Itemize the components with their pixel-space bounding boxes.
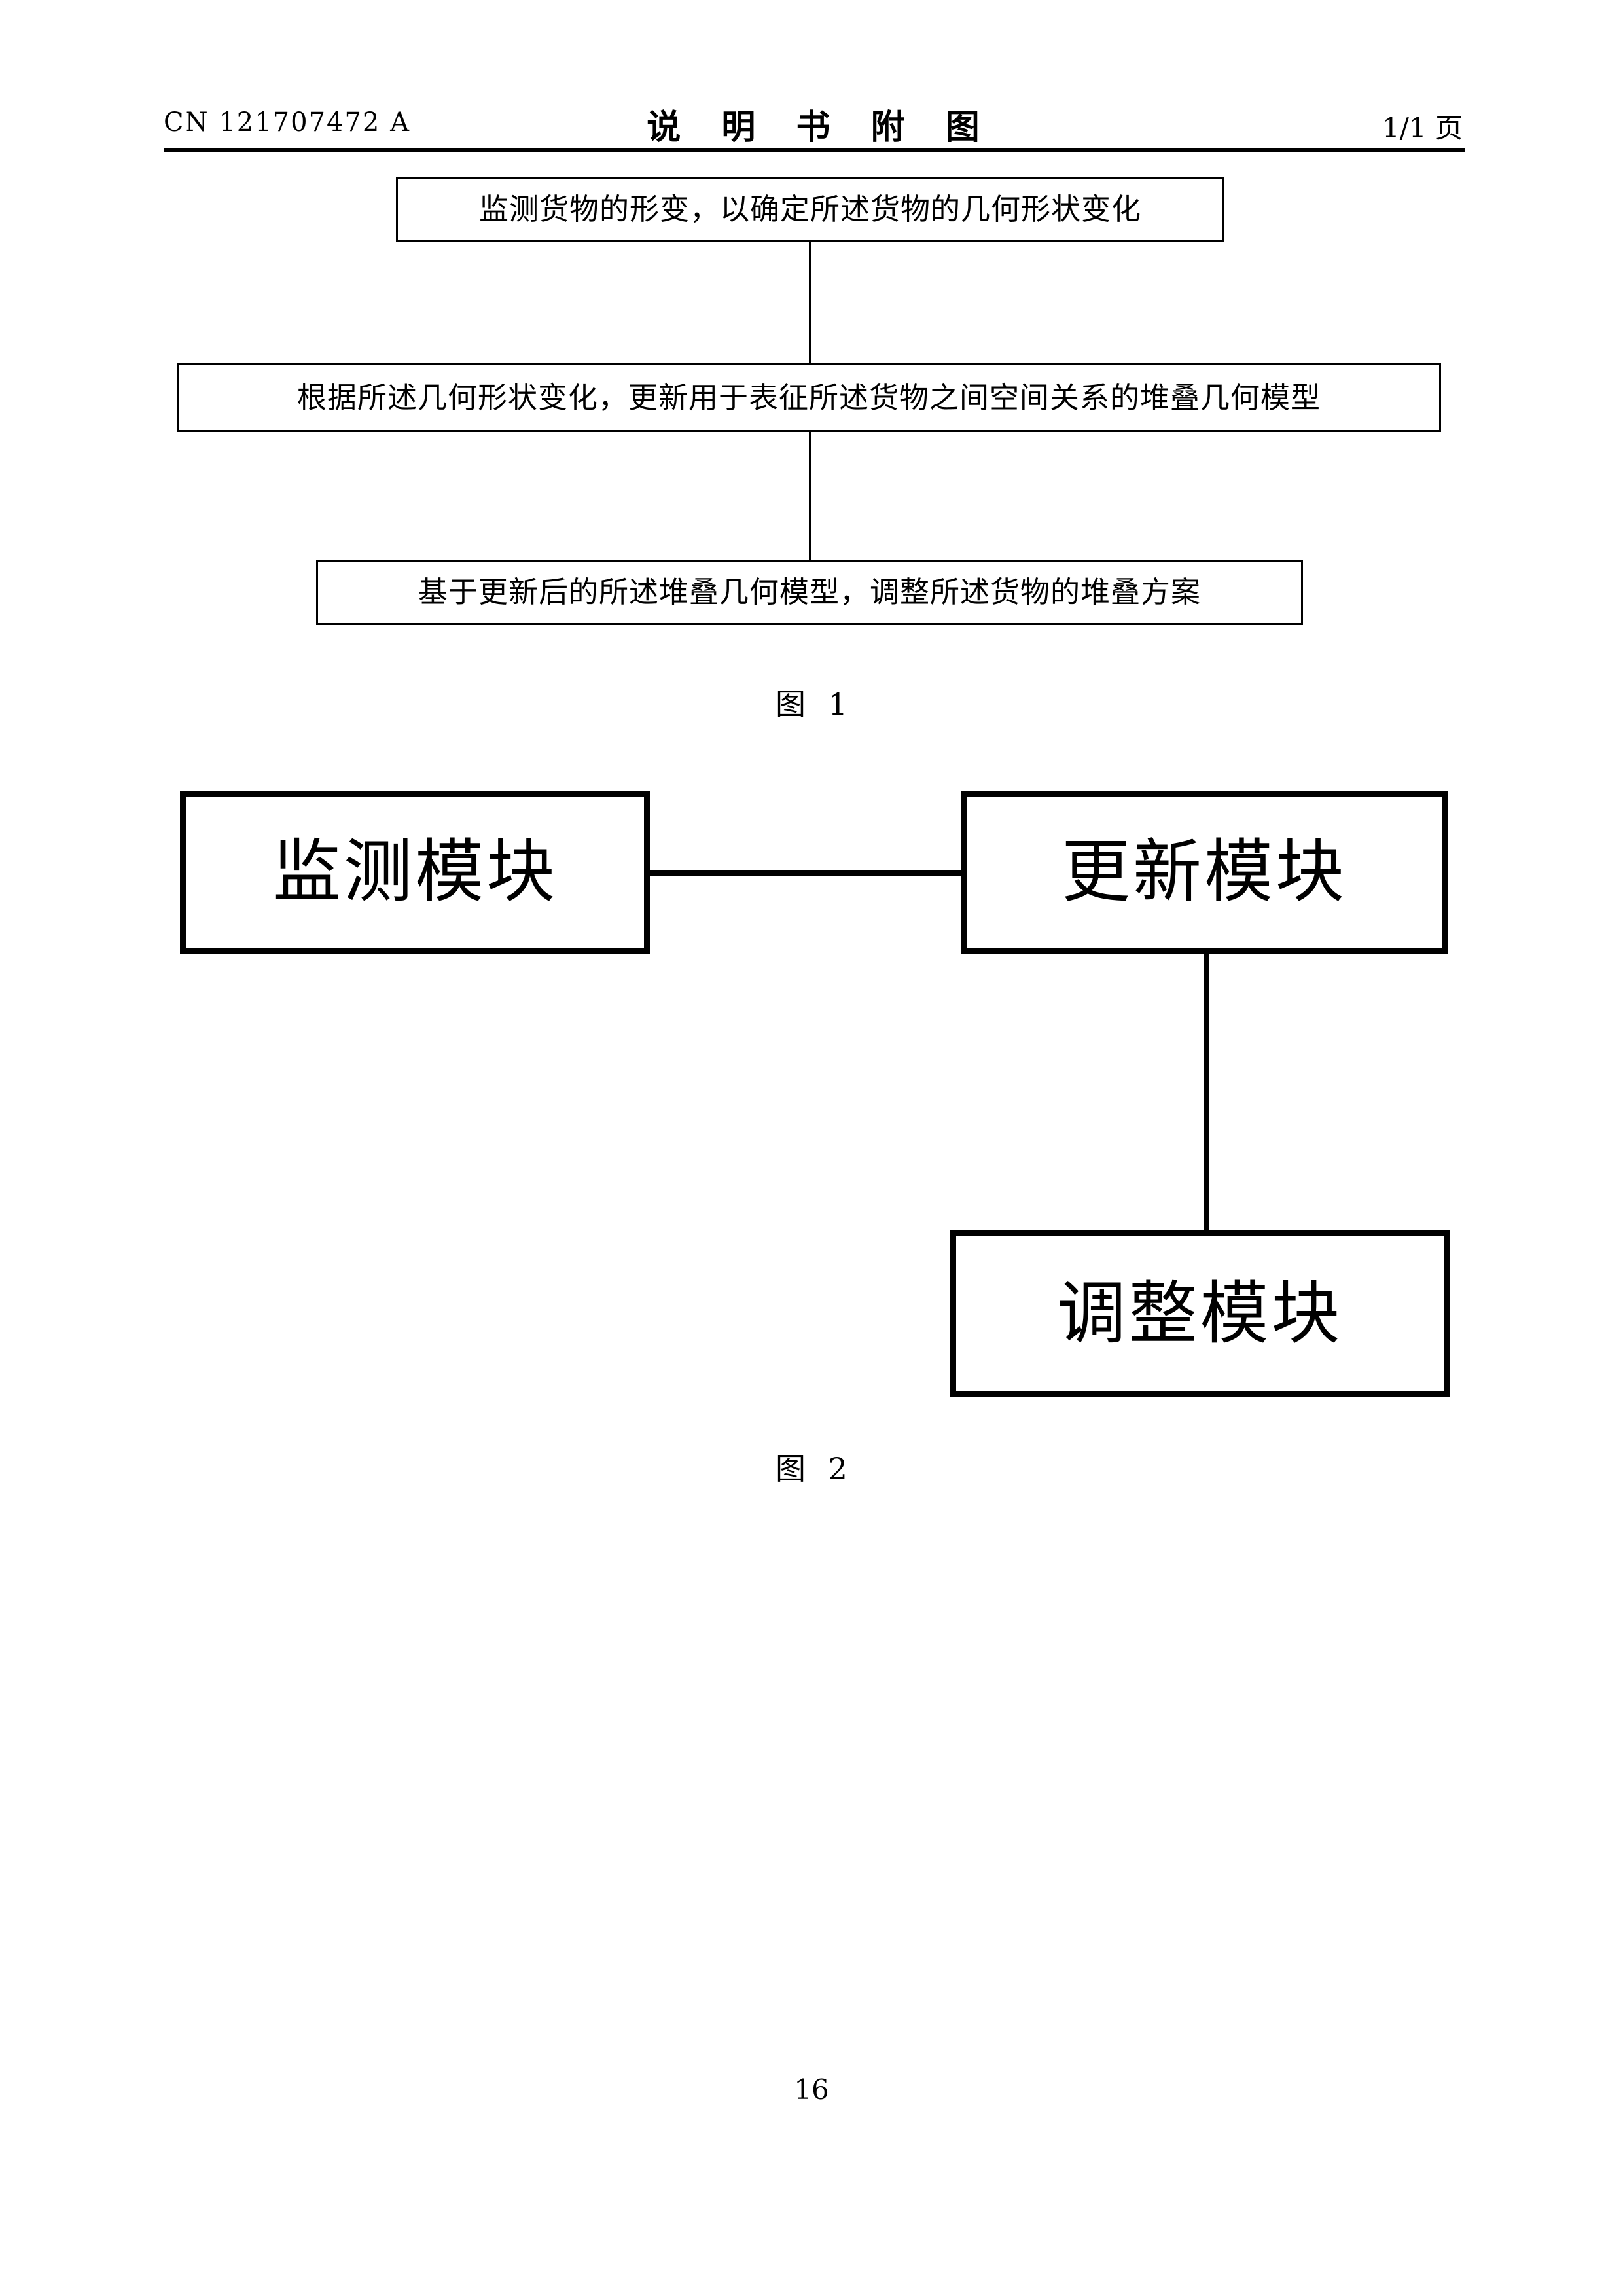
flow-step-update: 根据所述几何形状变化，更新用于表征所述货物之间空间关系的堆叠几何模型 bbox=[177, 363, 1441, 432]
figure-2-caption: 图 2 bbox=[776, 1451, 854, 1486]
publication-number: CN 121707472 A bbox=[164, 107, 410, 137]
flow-step-adjust: 基于更新后的所述堆叠几何模型，调整所述货物的堆叠方案 bbox=[316, 560, 1303, 625]
module-block-monitor: 监测模块 bbox=[180, 791, 650, 954]
module-block-update: 更新模块 bbox=[961, 791, 1448, 954]
flow-connector-monitor-to-update bbox=[809, 242, 812, 363]
footer-page-number: 16 bbox=[794, 2073, 829, 2106]
flow-step-monitor-label: 监测货物的形变，以确定所述货物的几何形状变化 bbox=[478, 192, 1141, 227]
page-title: 说 明 书 附 图 bbox=[647, 108, 994, 147]
flow-step-adjust-label: 基于更新后的所述堆叠几何模型，调整所述货物的堆叠方案 bbox=[418, 575, 1201, 610]
page-indicator: 1/1 页 bbox=[1382, 112, 1463, 144]
flow-step-update-label: 根据所述几何形状变化，更新用于表征所述货物之间空间关系的堆叠几何模型 bbox=[296, 380, 1321, 415]
module-block-adjust: 调整模块 bbox=[950, 1230, 1450, 1397]
header-divider bbox=[164, 148, 1465, 152]
flow-step-monitor: 监测货物的形变，以确定所述货物的几何形状变化 bbox=[396, 177, 1224, 242]
module-block-adjust-label: 调整模块 bbox=[1057, 1273, 1343, 1354]
module-block-monitor-label: 监测模块 bbox=[272, 832, 558, 912]
page-header: CN 121707472 A 说 明 书 附 图 1/1 页 bbox=[164, 98, 1463, 151]
module-connector-update-to-adjust bbox=[1204, 950, 1209, 1233]
module-connector-monitor-to-update bbox=[647, 870, 963, 876]
figure-1-caption: 图 1 bbox=[776, 687, 854, 722]
module-block-update-label: 更新模块 bbox=[1061, 832, 1347, 912]
flow-connector-update-to-adjust bbox=[809, 432, 812, 560]
